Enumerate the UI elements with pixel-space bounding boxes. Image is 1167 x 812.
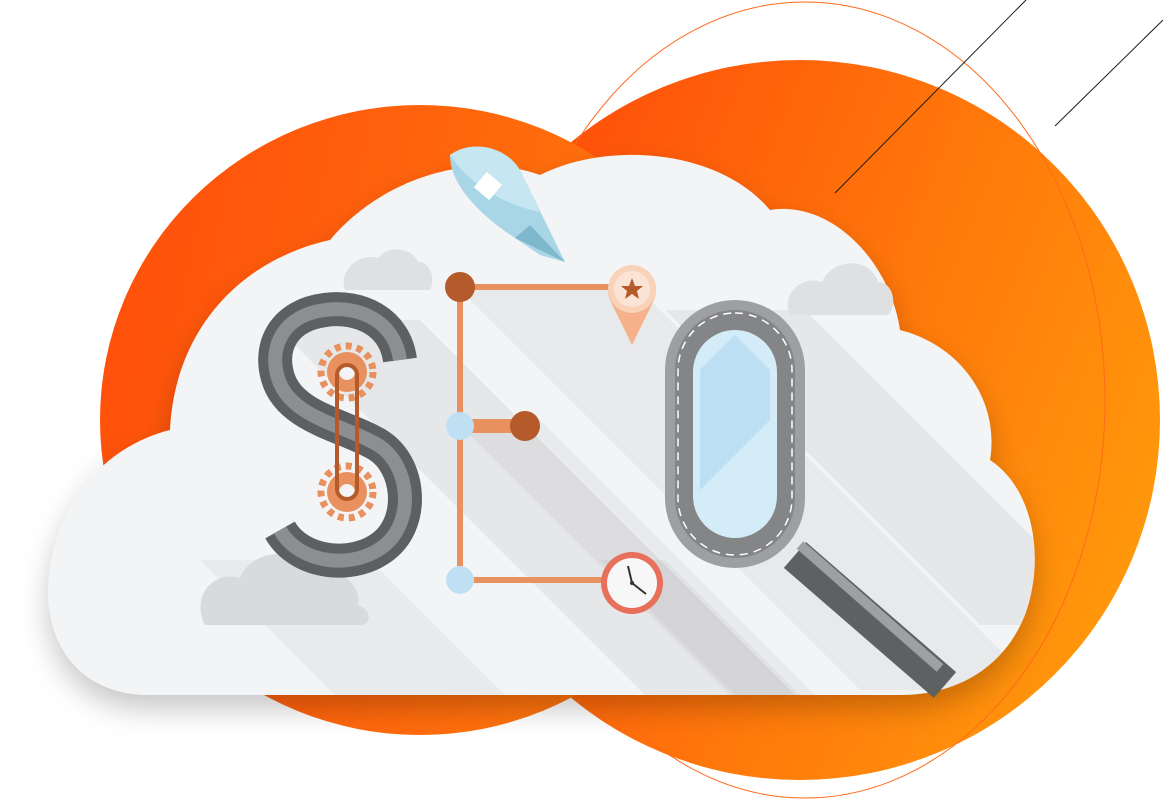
letter-s: [258, 292, 422, 578]
map-pin-star-icon: [608, 265, 657, 345]
diagonal-line: [1054, 19, 1164, 127]
cloud-icon: [787, 263, 894, 315]
cloud-icon: [343, 249, 433, 290]
rocket-icon: [450, 146, 565, 262]
diagonal-line: [834, 0, 1027, 194]
cloud-icon: [200, 553, 369, 625]
letter-e: [445, 272, 615, 594]
magnifier-icon: [665, 300, 957, 698]
clock-icon: [601, 552, 663, 614]
